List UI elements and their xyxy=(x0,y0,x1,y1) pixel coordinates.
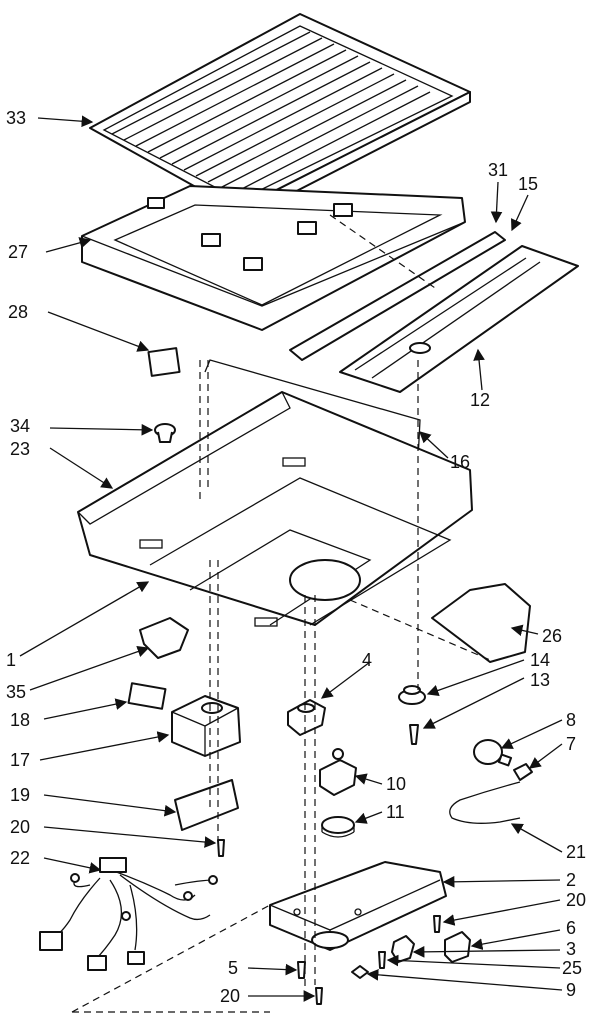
part-25-screw xyxy=(378,951,386,969)
label-27: 27 xyxy=(8,242,28,262)
part-7-socket xyxy=(513,763,533,781)
part-10-switch xyxy=(319,748,357,796)
label-12: 12 xyxy=(470,390,490,410)
part-27-frame xyxy=(81,185,466,331)
label-20-b: 20 xyxy=(566,890,586,910)
part-20-screw-c xyxy=(315,987,323,1005)
part-6-button xyxy=(444,931,471,963)
part-21-wire xyxy=(449,781,521,824)
label-15: 15 xyxy=(518,174,538,194)
label-5: 5 xyxy=(228,958,238,978)
part-9-plug xyxy=(351,965,369,979)
part-17-housing xyxy=(171,695,241,757)
label-2: 2 xyxy=(566,870,576,890)
part-19-bracket xyxy=(174,779,239,831)
label-17: 17 xyxy=(10,750,30,770)
label-4: 4 xyxy=(362,650,372,670)
part-14-grommet xyxy=(398,685,426,705)
callout-labels: 33 31 15 27 28 12 34 23 16 1 26 35 4 14 … xyxy=(6,108,586,1006)
label-22: 22 xyxy=(10,848,30,868)
label-19: 19 xyxy=(10,785,30,805)
label-34: 34 xyxy=(10,416,30,436)
label-8: 8 xyxy=(566,710,576,730)
part-2-base xyxy=(269,861,447,951)
leader-lines xyxy=(19,115,563,1002)
label-6: 6 xyxy=(566,918,576,938)
part-34-clip xyxy=(154,423,176,443)
label-18: 18 xyxy=(10,710,30,730)
label-10: 10 xyxy=(386,774,406,794)
label-20-c: 20 xyxy=(220,986,240,1006)
part-33-cover xyxy=(89,13,471,221)
label-9: 9 xyxy=(566,980,576,1000)
part-31-strip xyxy=(289,231,506,361)
alignment-lines xyxy=(71,214,491,1013)
label-16: 16 xyxy=(450,452,470,472)
part-15-channel xyxy=(339,245,579,393)
part-11-knob xyxy=(321,816,355,838)
label-11: 11 xyxy=(386,802,405,822)
part-35-clip xyxy=(139,617,189,659)
label-25: 25 xyxy=(562,958,582,978)
label-13: 13 xyxy=(530,670,550,690)
label-21: 21 xyxy=(566,842,586,862)
part-28-block xyxy=(147,347,181,377)
part-22-harness xyxy=(39,857,218,971)
label-1: 1 xyxy=(6,650,16,670)
label-35: 35 xyxy=(6,682,26,702)
part-18-lens xyxy=(127,682,167,710)
label-14: 14 xyxy=(530,650,550,670)
label-26: 26 xyxy=(542,626,562,646)
label-23: 23 xyxy=(10,439,30,459)
part-20-screw-b xyxy=(433,915,441,933)
label-3: 3 xyxy=(566,939,576,959)
part-23-tray xyxy=(76,391,473,627)
part-13-screw xyxy=(409,724,419,745)
part-8-bulb xyxy=(473,739,513,767)
label-33: 33 xyxy=(6,108,26,128)
part-20-screw-a xyxy=(217,839,225,857)
label-28: 28 xyxy=(8,302,28,322)
part-5-screw xyxy=(297,961,306,979)
label-20-a: 20 xyxy=(10,817,30,837)
label-7: 7 xyxy=(566,734,576,754)
part-26-insulation xyxy=(431,583,531,663)
label-31: 31 xyxy=(488,160,508,180)
part-3-switch xyxy=(391,935,415,963)
part-4-socket xyxy=(287,699,326,736)
